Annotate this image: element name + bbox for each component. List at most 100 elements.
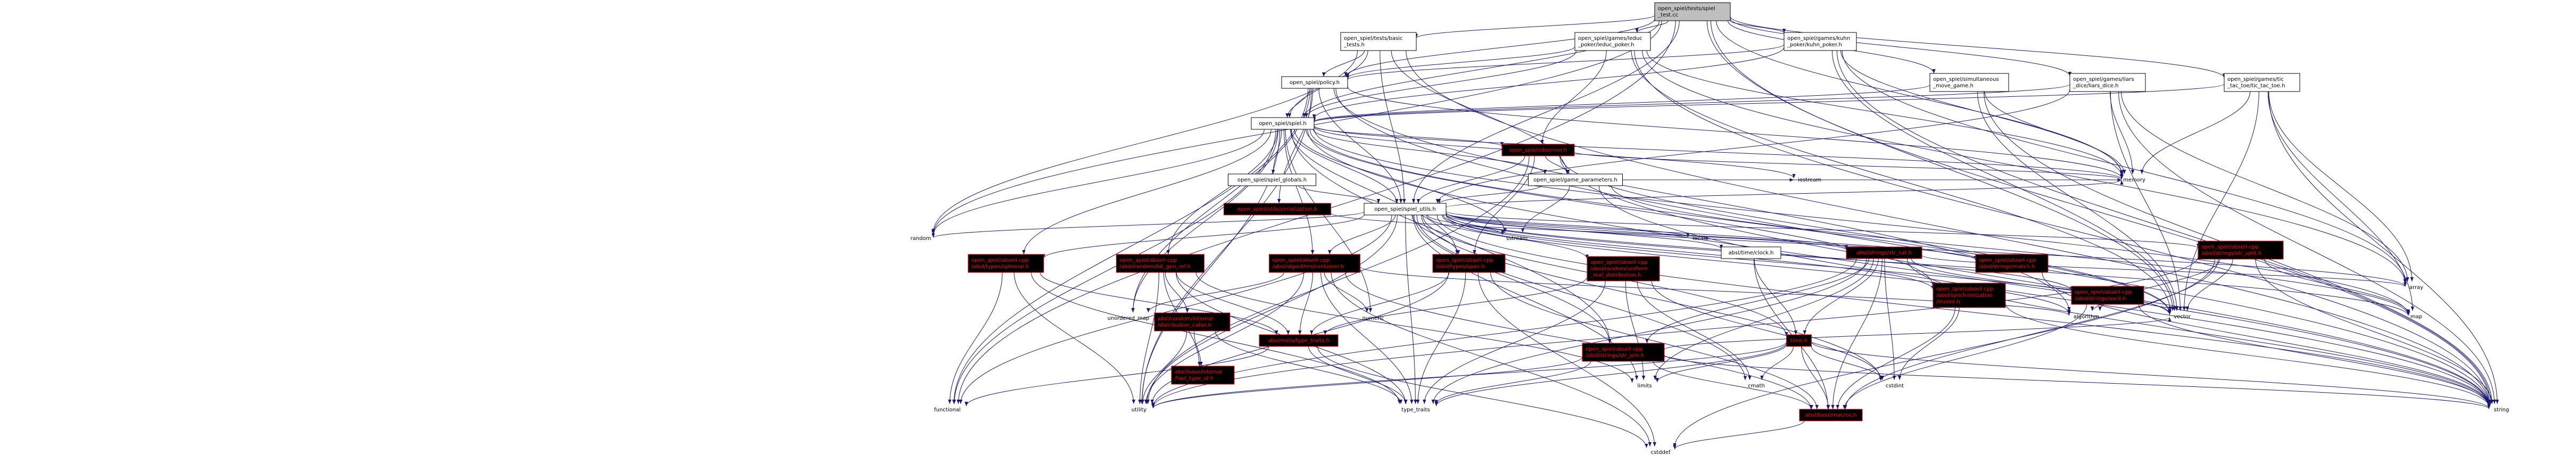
node-label-line: open_spiel/abseil-cpp bbox=[971, 258, 1029, 263]
node-box bbox=[1154, 312, 1231, 332]
edge-spiel_utils-to-map bbox=[1446, 213, 2410, 316]
node-limits: limits bbox=[1637, 383, 1652, 389]
node-spiel[interactable]: open_spiel/spiel.h bbox=[1251, 117, 1315, 130]
node-observer[interactable]: open_spiel/observer.h bbox=[1501, 144, 1575, 156]
edge-time_h-to-macros bbox=[1801, 346, 1830, 410]
node-mutex[interactable]: open_spiel/abseil-cpp/absl/synchronizati… bbox=[1933, 283, 2006, 308]
edge-kuhn-to-policy bbox=[1346, 44, 1785, 80]
edge-dist_caller-to-fast_type_id bbox=[1193, 330, 1203, 367]
node-box bbox=[1364, 203, 1447, 216]
node-optional[interactable]: open_spiel/abseil-cpp/absl/types/optiona… bbox=[968, 254, 1044, 273]
node-str-join[interactable]: open_spiel/abseil-cpp/absl/strings/str_j… bbox=[1582, 343, 1665, 362]
node-box bbox=[1574, 32, 1651, 51]
node-box bbox=[1269, 254, 1360, 273]
node-utility: utility bbox=[1132, 407, 1147, 413]
node-str-split[interactable]: open_spiel/abseil-cpp/absl/strings/str_s… bbox=[2198, 241, 2284, 260]
node-type-traits-h[interactable]: absl/meta/type_traits.h bbox=[1259, 334, 1339, 347]
edge-time_h-to-cstdint bbox=[1811, 346, 1884, 380]
node-span[interactable]: open_spiel/abseil-cpp/absl/types/span.h bbox=[1432, 254, 1506, 273]
edge-tictactoe-to-map bbox=[2267, 91, 2414, 311]
node-sim-move[interactable]: open_spiel/simultaneous_move_game.h bbox=[1929, 73, 2009, 92]
edge-spiel-to-random bbox=[931, 129, 1265, 235]
edge-observer-to-span bbox=[1473, 155, 1535, 255]
edge-str_join-to-macros bbox=[1653, 361, 1813, 410]
node-time-h[interactable]: time.h bbox=[1786, 334, 1812, 347]
node-bit-gen-ref[interactable]: open_spiel/abseil-cpp/absl/random/bit_ge… bbox=[1116, 254, 1204, 273]
edge-root-to-liars_dice bbox=[1730, 18, 2072, 77]
edge-root-to-policy bbox=[1344, 19, 1655, 77]
node-box bbox=[2198, 241, 2284, 260]
node-label-line: open_spiel/abseil-cpp bbox=[1436, 258, 1493, 263]
edge-root-to-memory bbox=[1716, 20, 2124, 176]
node-match[interactable]: open_spiel/abseil-cpp/absl/strings/match… bbox=[1975, 254, 2049, 273]
node-leduc[interactable]: open_spiel/games/leduc_poker/leduc_poker… bbox=[1574, 32, 1651, 51]
node-label-line: absl/base/internal bbox=[1175, 369, 1222, 375]
edge-liars_dice-to-spiel bbox=[1312, 84, 2070, 122]
node-label-line: /fast_type_id.h bbox=[1175, 376, 1213, 382]
edge-policy-to-spiel bbox=[1285, 88, 1310, 118]
edge-policy-to-utility bbox=[1140, 88, 1312, 404]
node-clock[interactable]: absl/time/clock.h bbox=[1721, 246, 1781, 259]
edge-spiel_utils-to-string bbox=[1436, 214, 2491, 408]
node-label-line: sstream bbox=[1506, 236, 1528, 242]
node-container[interactable]: open_spiel/abseil-cpp/absl/algorithm/con… bbox=[1269, 254, 1360, 273]
node-spiel-globals[interactable]: open_spiel/spiel_globals.h bbox=[1228, 173, 1316, 186]
edge-game_params-to-string bbox=[1598, 185, 2491, 407]
edge-root-to-vector bbox=[1706, 20, 2175, 311]
node-tictactoe[interactable]: open_spiel/games/tic_tac_toe/tic_tac_toe… bbox=[2224, 73, 2300, 92]
edge-optional-to-type_traits_h bbox=[1040, 272, 1278, 335]
node-box bbox=[1784, 32, 1857, 51]
node-liars-dice[interactable]: open_spiel/games/liars_dice/liars_dice.h bbox=[2069, 73, 2146, 92]
edge-match-to-string bbox=[2042, 272, 2491, 407]
edge-game_params-to-spiel_utils bbox=[1437, 185, 1542, 204]
edge-optional-to-utility bbox=[1014, 272, 1136, 404]
node-label-line: /absl/strings/str_split.h bbox=[2201, 251, 2261, 256]
node-spiel-utils[interactable]: open_spiel/spiel_utils.h bbox=[1364, 203, 1447, 216]
edge-tictactoe-to-array bbox=[2268, 91, 2414, 282]
edge-kuhn-to-vector bbox=[1831, 50, 2176, 311]
node-label-line: open_spiel/abseil-cpp bbox=[1936, 286, 1994, 292]
node-kuhn[interactable]: open_spiel/games/kuhn_poker/kuhn_poker.h bbox=[1784, 32, 1857, 51]
node-label-line: open_spiel/abseil-cpp bbox=[1586, 346, 1643, 352]
node-game-params[interactable]: open_spiel/game_parameters.h bbox=[1528, 173, 1623, 186]
edge-leduc-to-observer bbox=[1540, 50, 1607, 145]
node-label-line: unordered_map bbox=[1108, 316, 1150, 321]
edge-root-to-tictactoe bbox=[1730, 16, 2226, 78]
edge-macros-to-cstddef bbox=[1673, 420, 1805, 450]
edge-spiel_utils-to-mutex bbox=[1443, 214, 1935, 290]
edge-spiel-to-container bbox=[1284, 129, 1315, 255]
edge-leduc-to-spiel bbox=[1304, 50, 1577, 118]
node-root[interactable]: open_spiel/tests/spiel_test.cc bbox=[1654, 2, 1731, 21]
node-str-cat[interactable]: absl/strings/str_cat.h bbox=[1846, 246, 1922, 259]
node-iostream: iostream bbox=[1798, 177, 1821, 183]
node-macros[interactable]: absl/base/macros.h bbox=[1799, 409, 1863, 421]
edge-str_split-to-vector bbox=[2185, 259, 2233, 311]
edge-spiel_utils-to-cmath bbox=[1416, 214, 1747, 380]
edge-root-to-string bbox=[1711, 20, 2491, 404]
node-policy[interactable]: open_spiel/policy.h bbox=[1281, 76, 1348, 89]
node-label-line: open_spiel/abseil-cpp bbox=[1273, 258, 1330, 263]
edge-uniform_real-to-type_traits_h bbox=[1323, 276, 1588, 335]
node-uniform-real[interactable]: open_spiel/abseil-cpp/absl/random/unifor… bbox=[1587, 256, 1660, 281]
edge-ascii-to-algorithm bbox=[2090, 304, 2099, 311]
node-basic-tests[interactable]: open_spiel/tests/basic_tests.h bbox=[1340, 32, 1417, 51]
node-label-line: _tac_toe/tic_tac_toe.h bbox=[2227, 83, 2285, 89]
node-box bbox=[1281, 76, 1348, 89]
edge-uniform_real-to-cstdint bbox=[1651, 280, 1883, 380]
node-label-line: open_spiel/tests/basic bbox=[1344, 36, 1402, 42]
edge-time_h-to-cmath bbox=[1760, 346, 1794, 380]
node-box bbox=[2069, 73, 2146, 92]
edge-spiel-to-observer bbox=[1314, 126, 1504, 147]
node-label-line: /distribution_caller.h bbox=[1158, 322, 1211, 328]
edge-root-to-kuhn bbox=[1730, 20, 1786, 34]
node-serialization[interactable]: open_spiel/utils/serialization.h bbox=[1224, 203, 1331, 216]
edge-dist_caller-to-type_traits bbox=[1215, 330, 1403, 404]
node-fast-type-id[interactable]: absl/base/internal/fast_type_id.h bbox=[1171, 366, 1235, 385]
edge-type_traits_h-to-functional bbox=[964, 346, 1269, 407]
edge-observer-to-spiel_utils bbox=[1416, 155, 1525, 204]
node-label-line: /absl/algorithm/container.h bbox=[1273, 264, 1344, 270]
edge-span-to-type_traits bbox=[1416, 272, 1466, 404]
node-dist-caller[interactable]: absl/random/internal/distribution_caller… bbox=[1154, 312, 1231, 332]
node-ascii[interactable]: open_spiel/abseil-cpp/absl/strings/ascii… bbox=[2071, 286, 2144, 305]
edge-spiel_utils-to-random bbox=[931, 211, 1365, 238]
